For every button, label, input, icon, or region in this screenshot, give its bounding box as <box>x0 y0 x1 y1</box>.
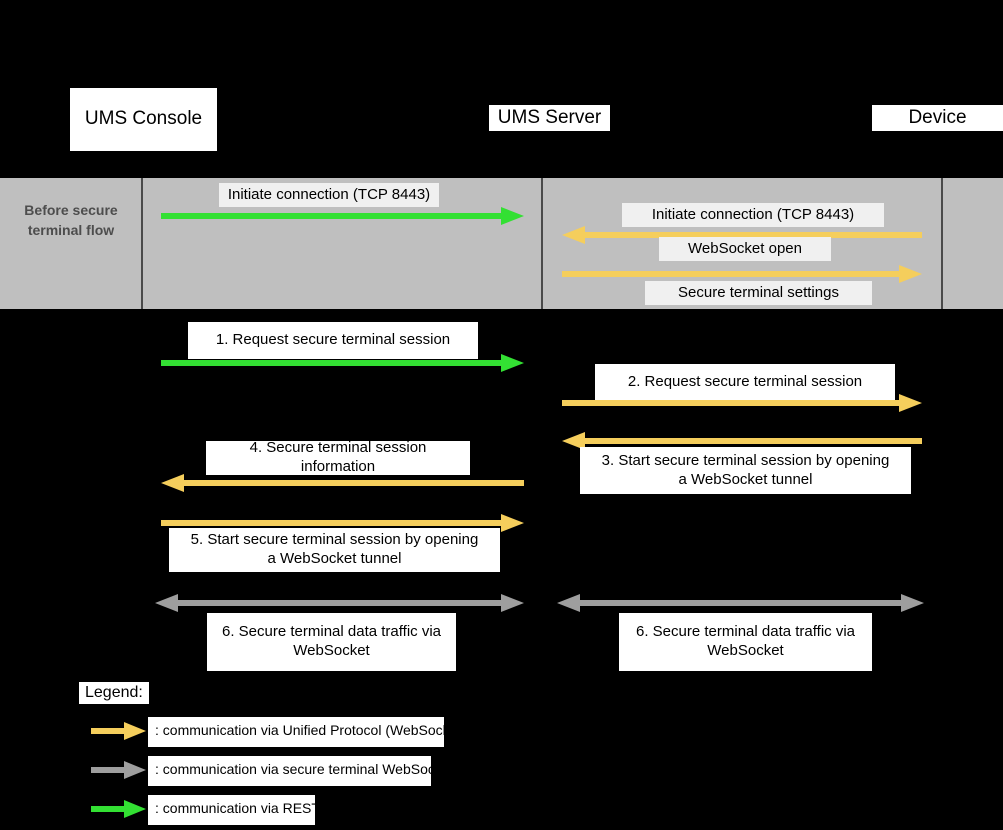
step-2-arrow-unified-protocol-right <box>562 394 922 412</box>
step-3-label: 3. Start secure terminal session by open… <box>580 447 911 494</box>
legend-text-rest: : communication via REST <box>148 795 320 825</box>
step-4-arrow-unified-protocol-left <box>161 474 524 492</box>
step-1-label: 1. Request secure terminal session <box>188 322 478 359</box>
step-5-label: 5. Start secure terminal session by open… <box>169 528 500 572</box>
legend-title: Legend: <box>79 682 149 704</box>
band-divider-3 <box>941 178 943 309</box>
step-2-label: 2. Request secure terminal session <box>595 364 895 400</box>
band-arrow-2-unified-protocol-left <box>562 226 922 244</box>
band-message-label-websocket-open: WebSocket open <box>659 237 831 261</box>
band-divider-1 <box>141 178 143 309</box>
actor-device: Device <box>872 105 1003 131</box>
step-5-arrow-unified-protocol-right <box>161 514 524 532</box>
legend-arrow-secure-terminal-websocket-icon <box>91 761 146 779</box>
legend-arrow-unified-protocol-icon <box>91 722 146 740</box>
band-message-label-initiate-connection-device: Initiate connection (TCP 8443) <box>622 203 884 227</box>
legend-text-unified-protocol: : communication via Unified Protocol (We… <box>148 717 466 747</box>
legend-text-secure-terminal-websocket: : communication via secure terminal WebS… <box>148 756 454 786</box>
phase-band-label: Before secure terminal flow <box>24 202 118 239</box>
band-arrow-1-rest-right <box>161 207 524 225</box>
step-6-left-label: 6. Secure terminal data traffic via WebS… <box>207 613 456 671</box>
step-4-label: 4. Secure terminal session information <box>206 439 470 475</box>
band-message-label-secure-terminal-settings: Secure terminal settings <box>645 281 872 305</box>
actor-ums-console: UMS Console <box>70 88 217 151</box>
step-1-arrow-rest-right <box>161 354 524 372</box>
band-message-label-initiate-connection-console: Initiate connection (TCP 8443) <box>219 183 439 207</box>
step-6-right-arrow-secure-terminal-websocket-bidirectional <box>557 594 924 612</box>
actor-ums-server: UMS Server <box>489 105 610 131</box>
legend-arrow-rest-icon <box>91 800 146 818</box>
band-arrow-3-unified-protocol-right <box>562 265 922 283</box>
step-3-arrow-unified-protocol-left <box>562 432 922 450</box>
step-6-right-label: 6. Secure terminal data traffic via WebS… <box>619 613 872 671</box>
band-divider-2 <box>541 178 543 309</box>
step-6-left-arrow-secure-terminal-websocket-bidirectional <box>155 594 524 612</box>
